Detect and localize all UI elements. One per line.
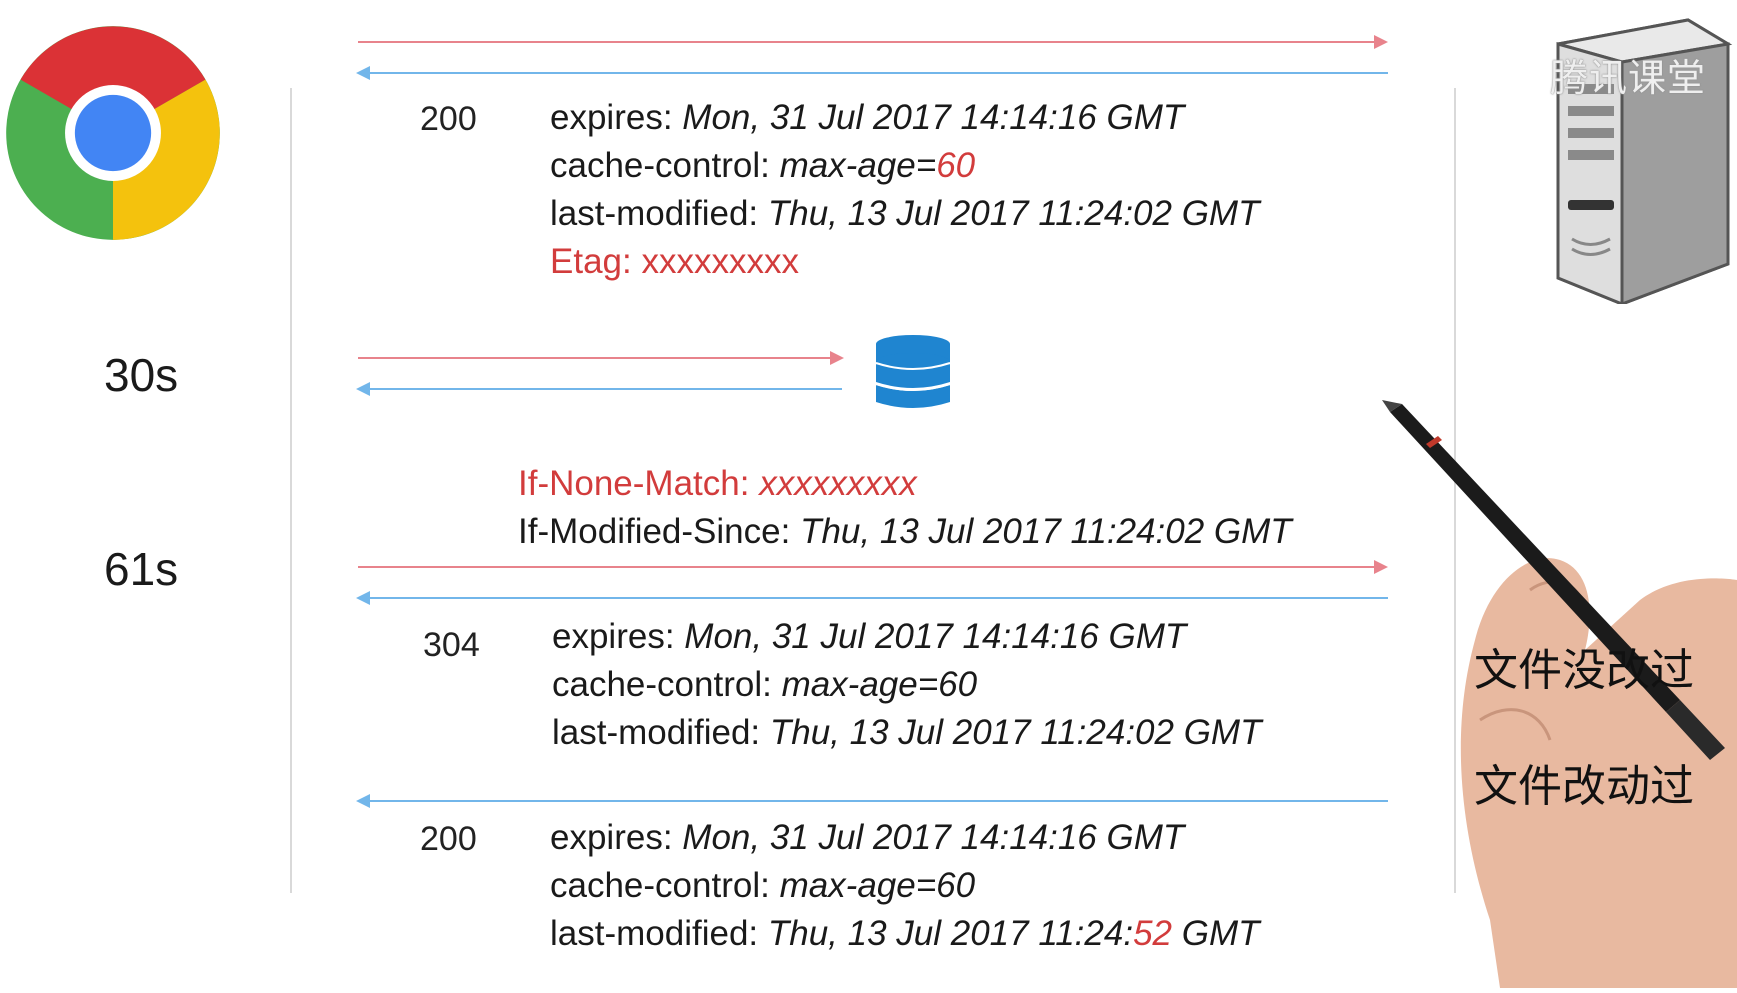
note-modified: 文件改动过 <box>1474 761 1694 812</box>
etag-header: Etag: xxxxxxxxx <box>550 242 799 281</box>
client-timeline <box>290 88 292 893</box>
watermark: 腾讯课堂 <box>1486 44 1706 105</box>
cache-control-header: cache-control: max-age=60 <box>552 665 978 704</box>
expires-header: expires: Mon, 31 Jul 2017 14:14:16 GMT <box>552 617 1187 656</box>
expires-header: expires: Mon, 31 Jul 2017 14:14:16 GMT <box>550 98 1185 137</box>
if-none-match-header: If-None-Match: xxxxxxxxx <box>518 464 917 503</box>
request-arrow-2 <box>358 351 844 365</box>
watermark-text: 腾讯课堂 <box>1550 56 1707 100</box>
status-code-200-modified: 200 <box>420 820 477 858</box>
last-modified-header: last-modified: Thu, 13 Jul 2017 11:24:52… <box>550 914 1260 953</box>
status-code-200: 200 <box>420 100 477 138</box>
response-arrow-4 <box>356 794 1388 808</box>
if-modified-since-header: If-Modified-Since: Thu, 13 Jul 2017 11:2… <box>518 512 1292 551</box>
status-code-304: 304 <box>423 626 480 664</box>
database-icon <box>874 334 952 412</box>
response-headers-200-modified: expires: Mon, 31 Jul 2017 14:14:16 GMT c… <box>550 814 1259 958</box>
expires-header: expires: Mon, 31 Jul 2017 14:14:16 GMT <box>550 818 1185 857</box>
hand-with-pen-icon <box>1380 400 1737 988</box>
request-arrow-1 <box>358 35 1388 49</box>
conditional-request-headers: If-None-Match: xxxxxxxxx If-Modified-Sin… <box>518 460 1292 556</box>
server-timeline <box>1454 88 1456 893</box>
response-headers-1: expires: Mon, 31 Jul 2017 14:14:16 GMT c… <box>550 94 1259 286</box>
last-modified-header: last-modified: Thu, 13 Jul 2017 11:24:02… <box>550 194 1260 233</box>
response-headers-304: expires: Mon, 31 Jul 2017 14:14:16 GMT c… <box>552 613 1261 757</box>
note-not-modified: 文件没改过 <box>1474 645 1694 696</box>
time-label-61s: 61s <box>104 543 179 595</box>
request-arrow-3 <box>358 560 1388 574</box>
server-icon <box>1538 14 1734 307</box>
play-logo-icon <box>1486 44 1542 105</box>
chrome-icon <box>4 24 222 242</box>
response-arrow-2 <box>356 382 842 396</box>
last-modified-header: last-modified: Thu, 13 Jul 2017 11:24:02… <box>552 713 1262 752</box>
cache-control-header: cache-control: max-age=60 <box>550 146 976 185</box>
time-label-30s: 30s <box>104 349 179 401</box>
response-arrow-1 <box>356 66 1388 80</box>
cache-control-header: cache-control: max-age=60 <box>550 866 976 905</box>
response-arrow-3 <box>356 591 1388 605</box>
